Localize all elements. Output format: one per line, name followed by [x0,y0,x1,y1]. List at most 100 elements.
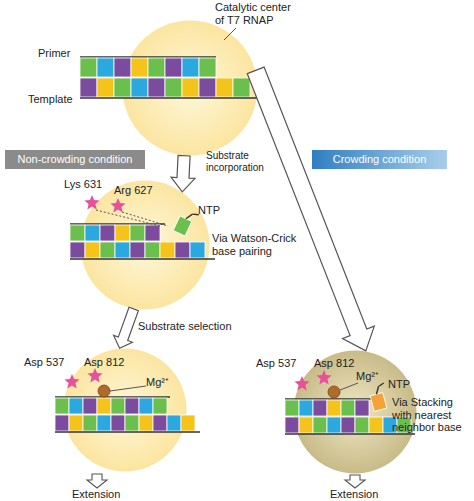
base-block [80,58,97,77]
primer-strand [55,396,170,397]
base-block [55,415,69,431]
base-block [182,78,199,97]
condition-label: Crowding condition [333,153,427,166]
template-strand [285,433,415,434]
base-block [115,242,130,258]
residue-label: Lys 631 [64,178,102,191]
base-block [148,58,165,77]
base-block [182,58,199,77]
base-block [299,400,313,416]
base-block [97,398,111,414]
ntp-base [173,216,192,236]
ntp-base [370,393,387,412]
annotation-label: NTP [388,378,410,391]
residue-label: Asp 537 [256,357,296,370]
base-block [111,398,125,414]
base-block [111,415,125,431]
base-block [97,78,114,97]
base-block [199,78,216,97]
template-strand [55,431,200,432]
base-block [125,415,139,431]
residue-label: Mg²⁺ [146,376,169,389]
base-block [153,398,167,414]
base-block [167,415,181,431]
step-label: Substrate selection [138,320,232,333]
base-block [83,415,97,431]
catalytic-circle-shape [123,21,258,156]
extension-arrow [87,474,107,488]
block-arrow [247,67,374,351]
annotation-label: Via Watson-Crick base pairing [212,232,304,257]
base-block [115,225,130,241]
base-block [114,58,131,77]
leader-line [224,28,236,40]
base-block [69,398,83,414]
ntp-phosphate [186,212,193,220]
residue-star [294,376,309,391]
base-block [100,225,115,241]
base-block [153,415,167,431]
base-block [313,400,327,416]
base-block [148,78,165,97]
base-block [139,415,153,431]
base-block [85,225,100,241]
base-block [130,242,145,258]
base-block [130,225,145,241]
primer-strand [80,56,216,57]
base-block [341,417,355,433]
leader-line [110,386,146,391]
base-block [369,417,383,433]
ntp-phosphate [192,212,198,216]
base-block [97,58,114,77]
template-strand [70,258,215,259]
ntp-phosphate [375,386,381,394]
base-block [313,417,327,433]
base-block [190,242,205,258]
base-block [199,58,216,77]
residue-label: Mg²⁺ [356,370,379,383]
annotation-label: Extension [330,488,378,501]
base-block [70,225,85,241]
magnesium-ion [328,386,340,398]
base-block [131,58,148,77]
base-block [299,417,313,433]
base-block [85,242,100,258]
base-block [165,58,182,77]
base-block [69,415,83,431]
residue-star [316,370,331,385]
residue-star [64,374,79,389]
residue-star [84,195,99,210]
condition-box: Crowding condition [312,150,447,169]
base-block [83,398,97,414]
residue-label: Arg 627 [114,184,153,197]
residue-label: Asp 812 [84,356,124,369]
base-block [145,242,160,258]
base-block [125,398,139,414]
ntp-molecule [368,383,390,411]
base-block [55,398,69,414]
condition-label: Non-crowding condition [18,153,133,166]
base-block [285,417,299,433]
catalytic-circle-shape [81,181,210,310]
block-arrow [171,155,195,191]
base-block [97,415,111,431]
ntp-molecule [173,208,199,238]
annotation-label: NTP [198,204,220,217]
residue-label: Catalytic center of T7 RNAP [215,1,299,26]
base-block [100,242,115,258]
residue-label: Asp 812 [314,357,354,370]
magnesium-ion [98,385,110,397]
base-block [233,78,250,97]
leader-line [340,383,358,390]
base-block [181,415,195,431]
annotation-label: Extension [72,488,120,501]
base-block [70,242,85,258]
extension-arrow [345,475,365,488]
base-block [355,417,369,433]
base-block [285,400,299,416]
residue-star [87,368,102,383]
base-block [341,400,355,416]
leader-line [122,212,168,226]
base-block [131,78,148,97]
primer-strand [285,398,372,399]
